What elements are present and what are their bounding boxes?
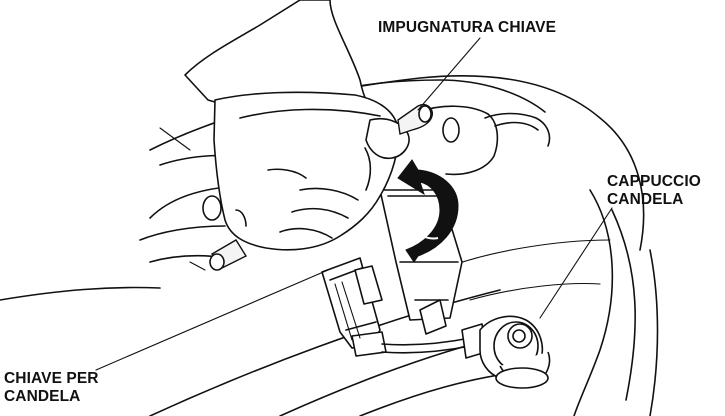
leader-line-plug-cap bbox=[540, 208, 612, 318]
label-plug-cap-line1: CAPPUCCIO bbox=[607, 173, 701, 190]
leader-line-plug-wrench bbox=[96, 270, 328, 370]
label-plug-wrench-line1: CHIAVE PER bbox=[4, 370, 99, 387]
spark-plug-cap bbox=[382, 300, 549, 388]
label-plug-wrench-line2: CANDELA bbox=[4, 388, 80, 405]
label-wrench-handle: IMPUGNATURA CHIAVE bbox=[378, 19, 556, 36]
leader-line-wrench-handle bbox=[418, 38, 480, 110]
hand bbox=[185, 0, 409, 250]
label-plug-cap-line2: CANDELA bbox=[607, 191, 683, 208]
